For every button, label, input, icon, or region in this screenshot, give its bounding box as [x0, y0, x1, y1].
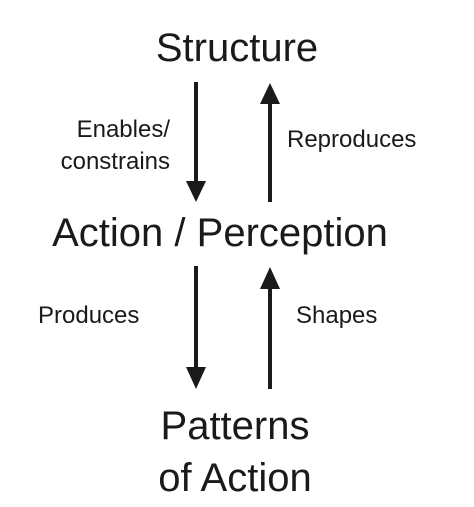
node-patterns-of-action: Patterns of Action [90, 400, 380, 504]
node-patterns-line2: of Action [158, 456, 312, 500]
label-enables-line1: Enables/ [76, 116, 170, 143]
arrow-shapes [260, 267, 280, 389]
node-action-perception: Action / Perception [52, 211, 388, 255]
arrow-enables-constrains [186, 82, 206, 202]
label-enables-line2: constrains [60, 148, 170, 175]
label-reproduces: Reproduces [287, 126, 417, 153]
arrow-reproduces [260, 83, 280, 202]
arrow-produces [186, 266, 206, 389]
label-produces: Produces [38, 302, 140, 329]
label-enables-constrains: Enables/ constrains [20, 114, 170, 178]
label-shapes: Shapes [296, 302, 378, 329]
node-patterns-line1: Patterns [160, 404, 310, 448]
node-structure: Structure [155, 26, 319, 70]
